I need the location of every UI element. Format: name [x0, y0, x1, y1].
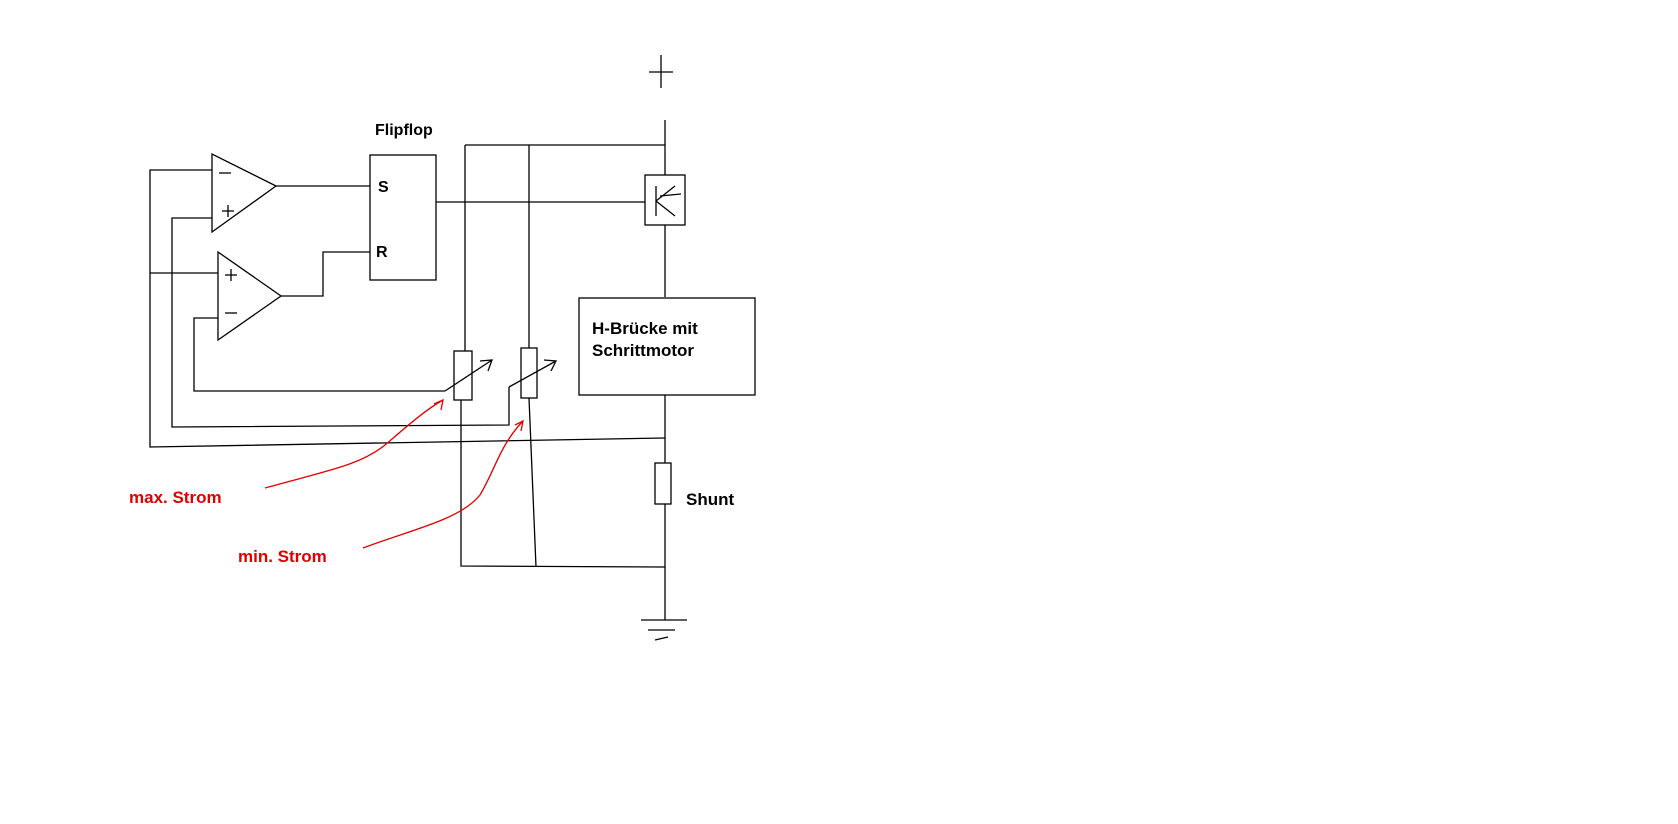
- flipflop-label: Flipflop: [375, 122, 433, 139]
- potentiometer-min-current: [508, 347, 558, 399]
- max-current-label: max. Strom: [129, 488, 222, 507]
- ground-icon: [641, 619, 687, 641]
- pot1-wiper-wire: [193, 317, 445, 392]
- reset-input-label: R: [376, 244, 388, 261]
- potentiometer-max-current: [444, 350, 493, 401]
- annotation-min-current: min. Strom: [238, 419, 524, 566]
- min-current-label: min. Strom: [238, 547, 327, 566]
- pot2-wiper-wire: [171, 217, 510, 428]
- shunt-resistor: Shunt: [654, 462, 734, 509]
- comparator-1: [211, 152, 278, 234]
- shunt-sense-wire: [149, 169, 666, 448]
- shunt-label: Shunt: [686, 490, 734, 509]
- comp2-output-wire: [281, 251, 370, 297]
- pot-bottom-rail: [460, 400, 666, 568]
- annotation-max-current: max. Strom: [129, 398, 444, 507]
- set-input-label: S: [378, 179, 389, 196]
- h-bridge-block: H-Brücke mit Schrittmotor: [578, 297, 756, 396]
- flipflop: Flipflop S R: [369, 122, 437, 281]
- comparator-2: [217, 250, 283, 342]
- plus-supply-icon: [649, 55, 673, 88]
- wiring: [149, 120, 666, 620]
- bridge-label-line2: Schrittmotor: [592, 341, 694, 360]
- bridge-label-line1: H-Brücke mit: [592, 319, 698, 338]
- transistor-icon: [644, 174, 686, 226]
- pot2-bottom-wire: [528, 397, 537, 568]
